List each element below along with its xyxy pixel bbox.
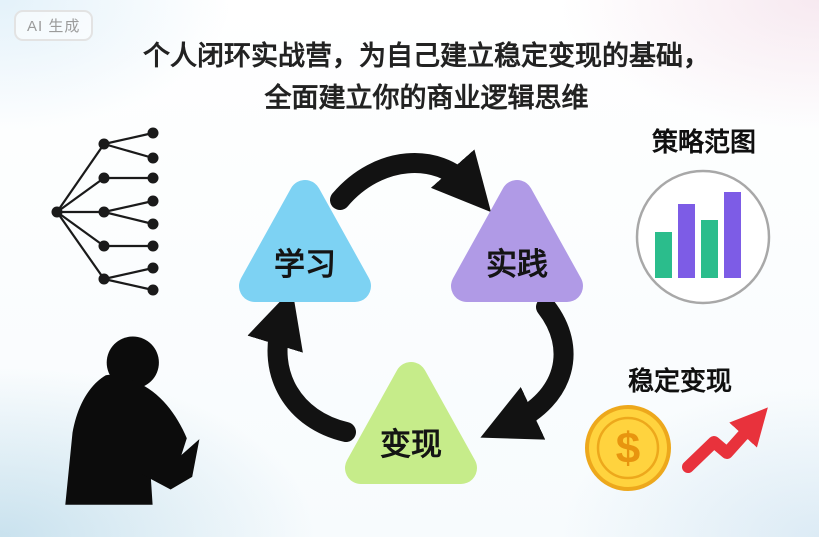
- strategy-bar: [655, 232, 672, 278]
- strategy-chart-label: 策略范图: [651, 127, 756, 157]
- triangle-learn: [239, 180, 371, 302]
- arrow-learn-to-practice: [330, 149, 492, 213]
- reading-person-icon: [65, 336, 200, 505]
- monetization-label: 稳定变现: [627, 366, 732, 396]
- trend-up-arrow-icon: [682, 407, 768, 473]
- arrow-monetize-to-learn: [247, 288, 356, 442]
- title-line-2: 全面建立你的商业逻辑思维: [264, 82, 589, 113]
- cycle-triangle-labels: 学习 实践 变现: [274, 247, 548, 462]
- cycle-arrows: [247, 149, 574, 442]
- tree-diagram-icon: [51, 127, 159, 296]
- coin-inner-ring: [596, 416, 660, 480]
- page-title: 个人闭环实战营，为自己建立稳定变现的基础， 全面建立你的商业逻辑思维: [0, 36, 819, 120]
- triangle-learn-label: 学习: [274, 247, 336, 282]
- triangle-practice-label: 实践: [486, 247, 548, 282]
- strategy-bars: [655, 192, 741, 278]
- strategy-bar: [678, 204, 695, 278]
- cycle-triangles: [239, 180, 583, 484]
- triangle-practice: [451, 180, 583, 302]
- dollar-symbol: $: [616, 424, 640, 473]
- triangle-monetize-label: 变现: [380, 427, 442, 462]
- arrow-practice-to-monetize: [480, 297, 574, 440]
- strategy-bar: [701, 220, 718, 278]
- title-line-1: 个人闭环实战营，为自己建立稳定变现的基础，: [143, 41, 710, 71]
- strategy-bar: [724, 192, 741, 278]
- ai-generated-badge: AI 生成: [14, 10, 94, 41]
- tree-nodes: [51, 127, 159, 296]
- strategy-chart-icon: [635, 169, 771, 305]
- triangle-monetize: [345, 362, 477, 484]
- coin-icon: $: [585, 405, 671, 491]
